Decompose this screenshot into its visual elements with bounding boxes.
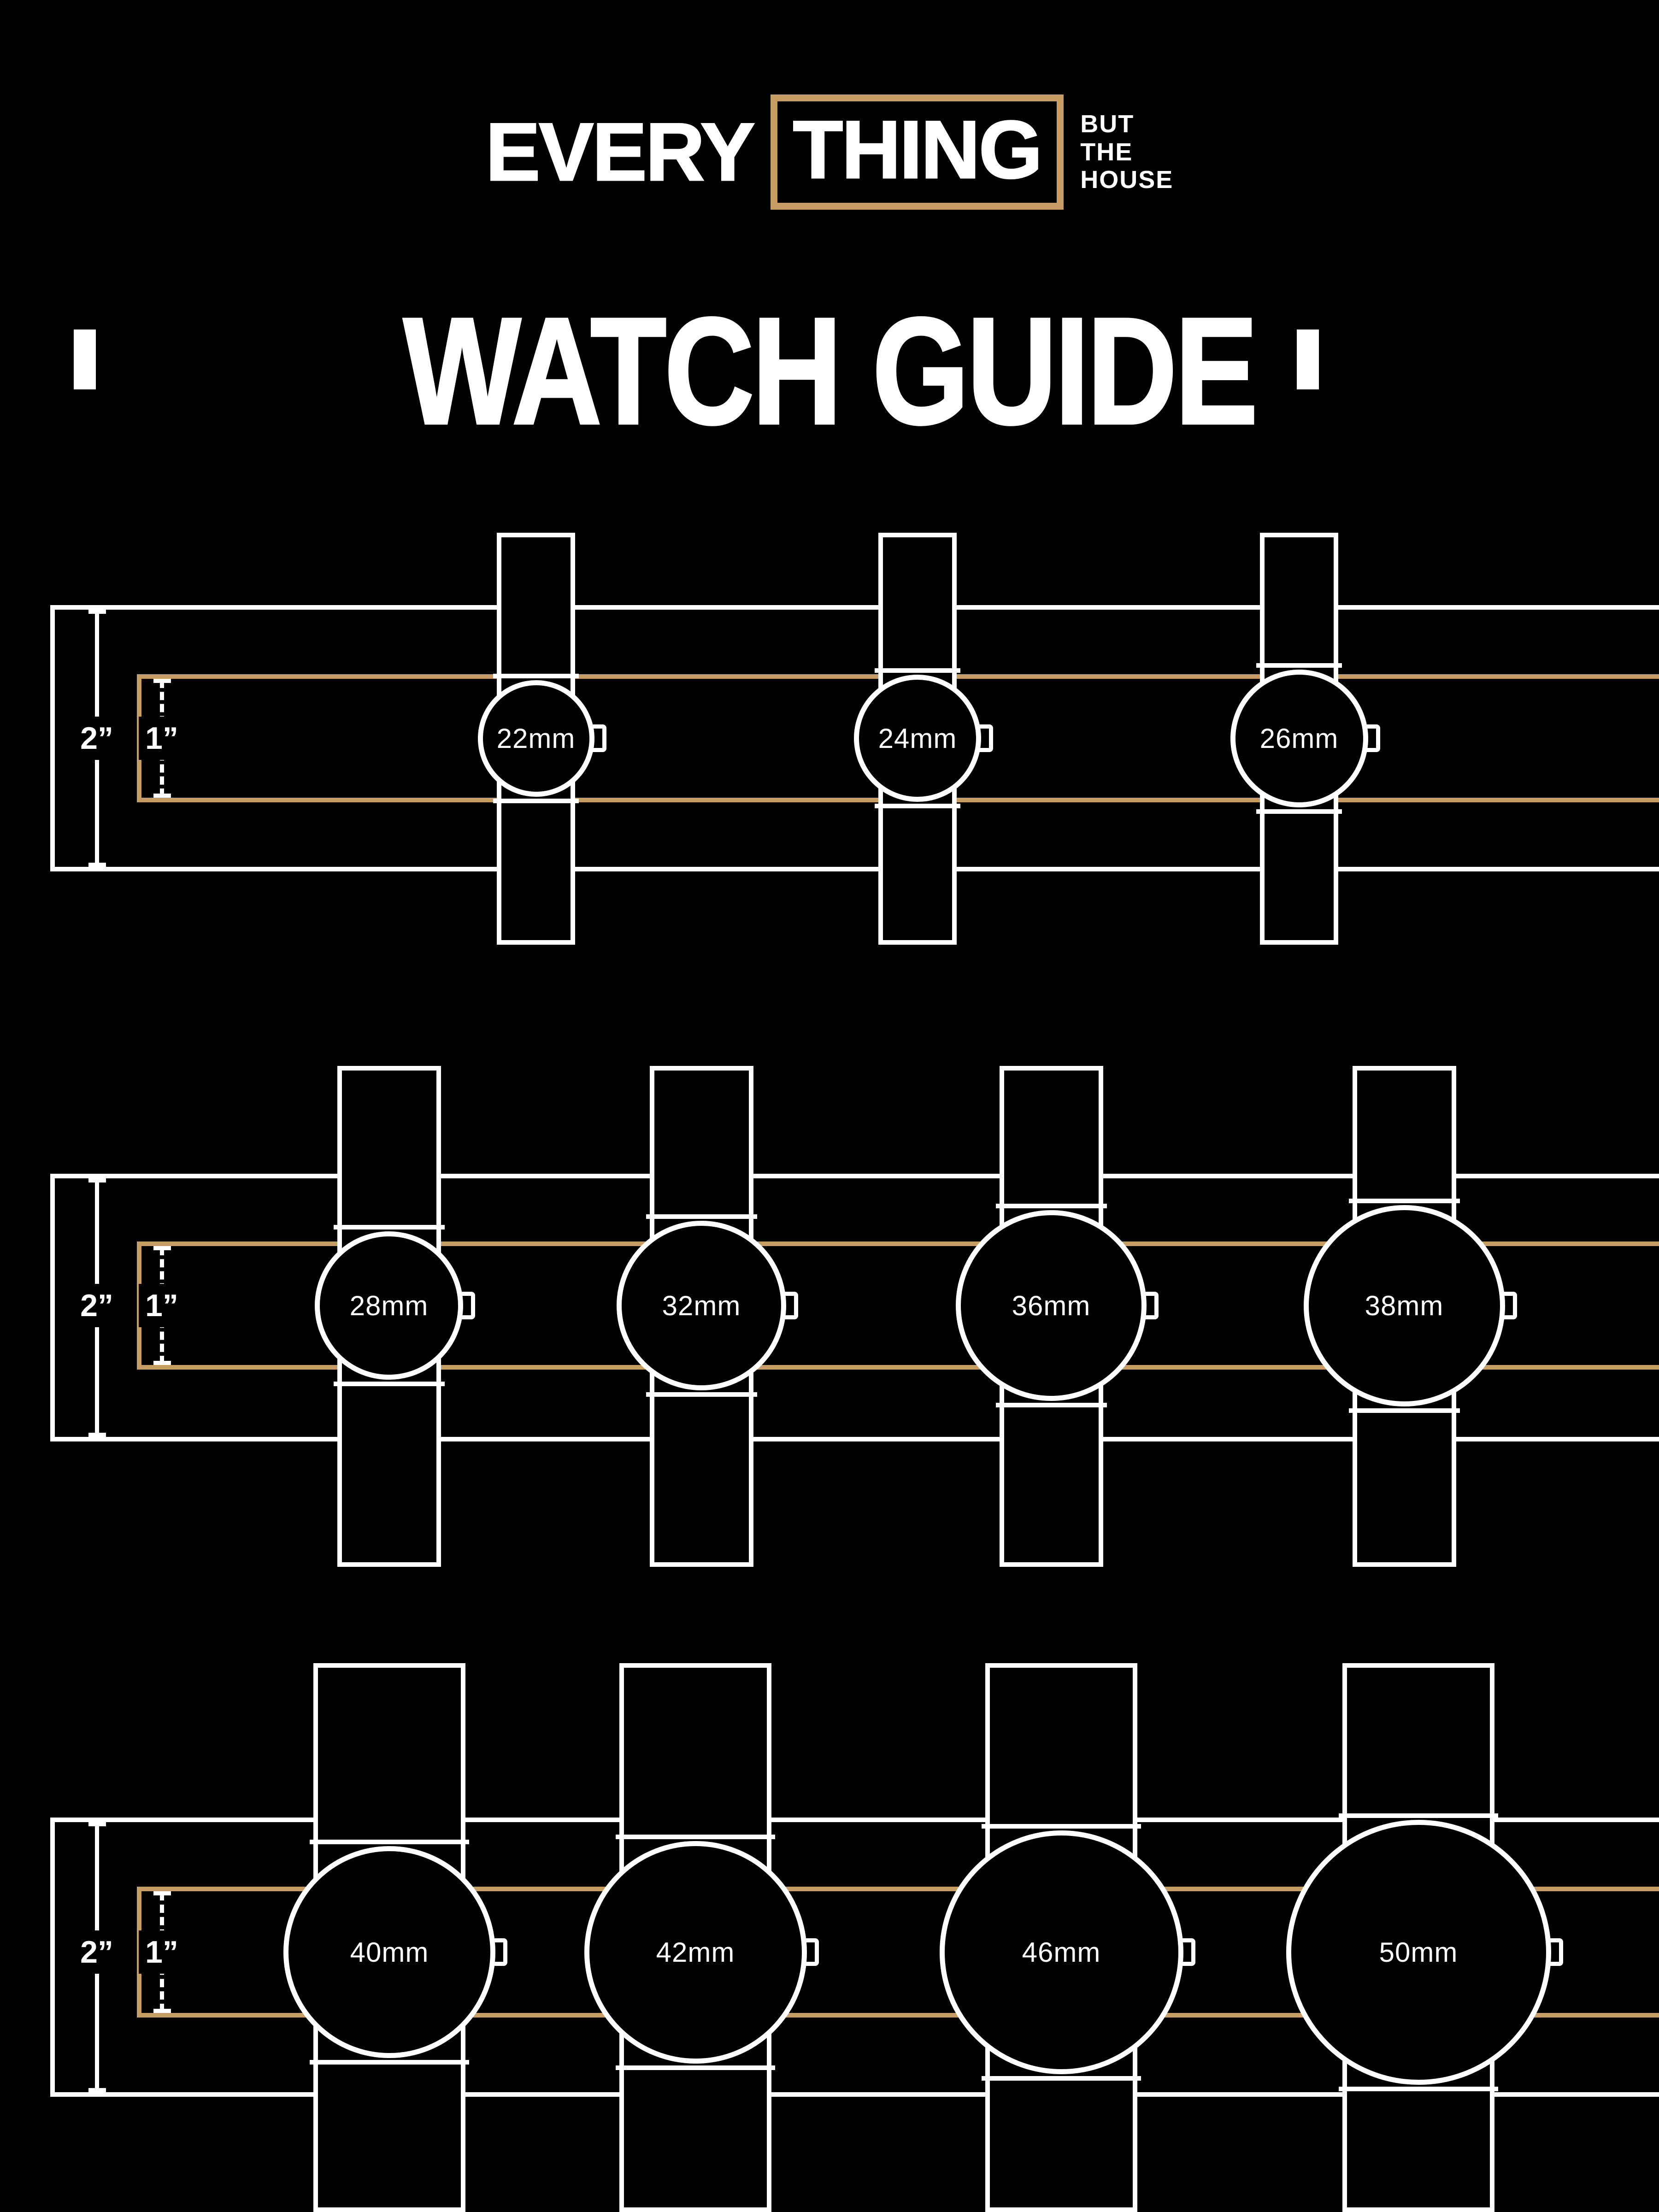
watch-lug-top bbox=[310, 1840, 469, 1844]
watch-size-label: 40mm bbox=[350, 1936, 429, 1968]
watch-lug-top bbox=[1339, 1813, 1498, 1818]
watch-lug-top bbox=[982, 1824, 1141, 1829]
watch-lug-bottom bbox=[1339, 2086, 1498, 2091]
watch-size-label: 42mm bbox=[656, 1936, 735, 1968]
brand-tagline: BUT THE HOUSE bbox=[1080, 110, 1173, 194]
two-inch-band bbox=[50, 1818, 1659, 2097]
watch-size-label: 50mm bbox=[1379, 1936, 1458, 1968]
page-title: WATCH GUIDE bbox=[402, 286, 1259, 456]
watch-lug-bottom bbox=[1348, 1408, 1460, 1413]
watch-lug-top bbox=[646, 1214, 757, 1219]
brand-word-every: EVERY bbox=[485, 106, 756, 198]
two-inch-dimension-label: 2” bbox=[74, 1284, 120, 1327]
watch-lug-bottom bbox=[310, 2060, 469, 2065]
watch-lug-top bbox=[616, 1834, 775, 1839]
watch-lug-bottom bbox=[616, 2065, 775, 2070]
watch-lug-bottom bbox=[493, 798, 579, 803]
two-inch-dimension-label: 2” bbox=[74, 717, 120, 760]
watch-face: 50mm bbox=[1286, 1819, 1551, 2085]
watch-lug-top bbox=[995, 1204, 1107, 1208]
watch-face: 28mm bbox=[315, 1231, 463, 1380]
watch-face: 46mm bbox=[939, 1830, 1183, 2074]
decorative-tick-right bbox=[1297, 329, 1319, 389]
watch-lug-bottom bbox=[1256, 809, 1342, 814]
one-inch-dimension-label: 1” bbox=[139, 1284, 185, 1327]
watch-size-label: 36mm bbox=[1012, 1290, 1091, 1321]
watch-lug-bottom bbox=[995, 1403, 1107, 1407]
watch-lug-top bbox=[875, 668, 960, 673]
watch-size-label: 28mm bbox=[349, 1290, 429, 1321]
title-row: WATCH GUIDE bbox=[0, 286, 1659, 456]
decorative-tick-left bbox=[74, 329, 96, 389]
brand-word-thing: THING bbox=[792, 104, 1043, 195]
watch-lug-bottom bbox=[982, 2076, 1141, 2081]
watch-face: 24mm bbox=[854, 675, 981, 802]
two-inch-band bbox=[50, 1174, 1659, 1441]
watch-face: 22mm bbox=[477, 680, 594, 797]
watch-lug-top bbox=[493, 673, 579, 678]
watch-size-label: 46mm bbox=[1022, 1936, 1101, 1968]
brand-tagline-line-house: HOUSE bbox=[1080, 166, 1174, 194]
watch-face: 36mm bbox=[956, 1210, 1147, 1401]
watch-lug-bottom bbox=[875, 804, 960, 808]
watch-lug-top bbox=[333, 1225, 445, 1230]
watch-size-label: 22mm bbox=[496, 723, 576, 754]
two-inch-dimension-label: 2” bbox=[74, 1930, 120, 1974]
watch-size-label: 38mm bbox=[1365, 1290, 1444, 1321]
watch-lug-bottom bbox=[646, 1392, 757, 1397]
watch-size-label: 32mm bbox=[662, 1290, 741, 1321]
watch-face: 40mm bbox=[283, 1846, 495, 2058]
watch-size-label: 26mm bbox=[1259, 723, 1339, 754]
brand-tagline-line-but: BUT bbox=[1080, 110, 1135, 138]
watch-face: 26mm bbox=[1230, 669, 1368, 807]
brand-tagline-line-the: THE bbox=[1080, 138, 1133, 166]
one-inch-dimension-label: 1” bbox=[139, 717, 185, 760]
watch-lug-top bbox=[1256, 663, 1342, 668]
brand-logo: EVERY THING BUT THE HOUSE bbox=[0, 94, 1659, 210]
watch-face: 38mm bbox=[1303, 1205, 1505, 1406]
watch-face: 42mm bbox=[584, 1841, 807, 2064]
brand-word-thing-box: THING bbox=[770, 94, 1064, 210]
two-inch-band bbox=[50, 605, 1659, 871]
watch-size-label: 24mm bbox=[878, 723, 957, 754]
watch-lug-top bbox=[1348, 1198, 1460, 1203]
watch-face: 32mm bbox=[617, 1221, 786, 1390]
one-inch-dimension-label: 1” bbox=[139, 1930, 185, 1974]
watch-lug-bottom bbox=[333, 1382, 445, 1386]
